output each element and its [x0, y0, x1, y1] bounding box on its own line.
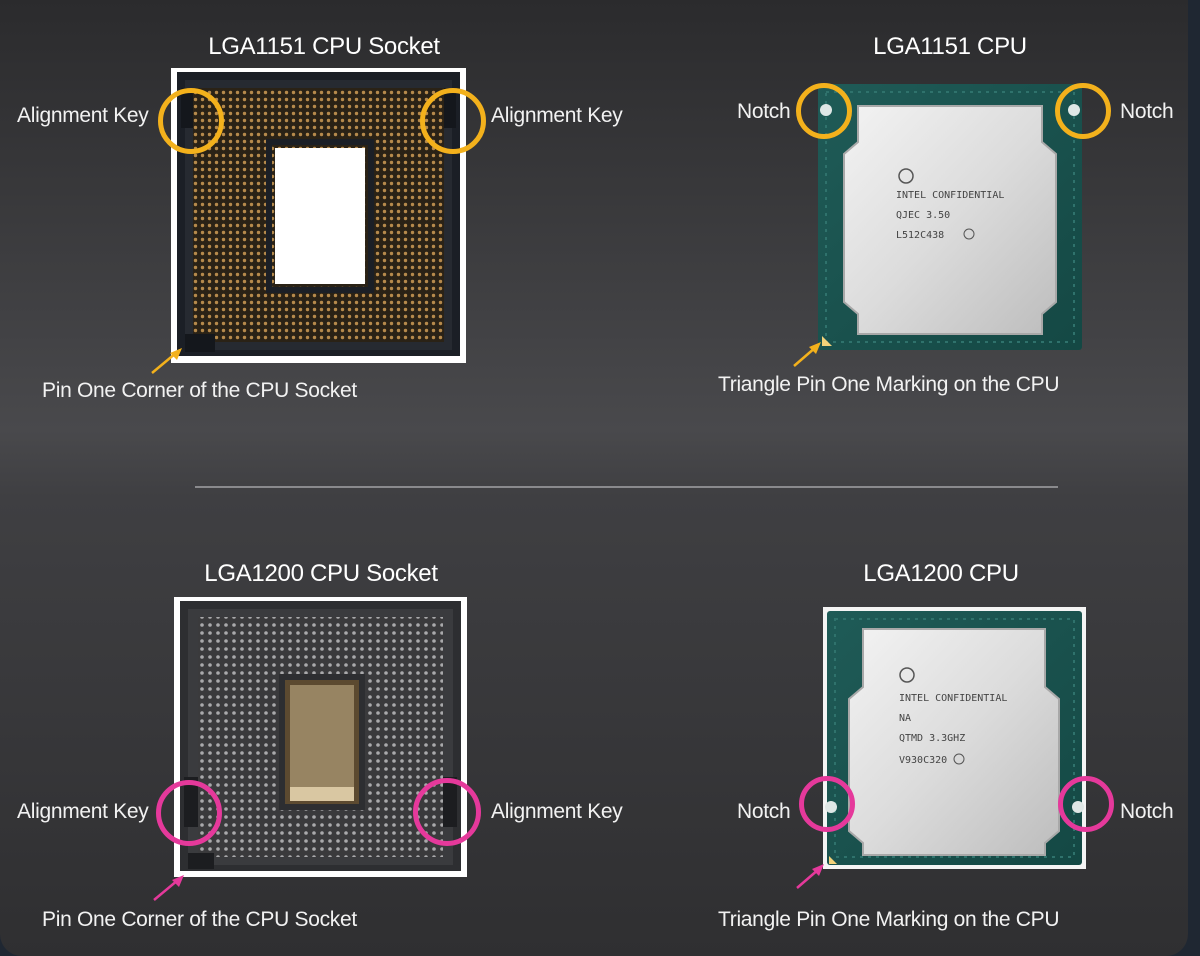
lga1151-cpu-ihs-line-1: INTEL CONFIDENTIAL	[896, 190, 1004, 201]
lga1200-cpu-ihs-line-3: QTMD 3.3GHZ	[899, 733, 965, 744]
lga1200-cpu-ihs-line-4: V930C320	[899, 755, 947, 766]
lga1151-socket-key-left-ring	[158, 88, 224, 154]
lga1200-socket-key-right-ring	[413, 778, 481, 846]
lga1151-cpu-ihs-line-3: L512C438	[896, 230, 944, 241]
lga1200-socket-key-left-label: Alignment Key	[17, 800, 149, 823]
lga1151-socket-key-left-label: Alignment Key	[17, 104, 149, 127]
section-divider	[195, 486, 1058, 488]
lga1200-socket-pin-one-arrow	[153, 875, 184, 901]
lga1151-socket-pin-one-arrow	[151, 348, 182, 374]
lga1200-cpu-pin-one-label: Triangle Pin One Marking on the CPU	[718, 908, 1060, 931]
lga1200-socket-pin-one-label: Pin One Corner of the CPU Socket	[42, 908, 357, 931]
lga1151-socket-image	[171, 68, 466, 363]
lga1151-cpu-pin-one-arrow	[793, 342, 821, 367]
lga1200-socket-key-right-label: Alignment Key	[491, 800, 623, 823]
lga1200-socket-image	[174, 597, 467, 877]
lga1200-cpu-notch-left-label: Notch	[737, 800, 791, 823]
lga1200-cpu-notch-right-label: Notch	[1120, 800, 1174, 823]
lga1151-socket-title: LGA1151 CPU Socket	[208, 33, 440, 60]
lga1200-cpu-ihs-line-2: NA	[899, 713, 911, 724]
lga1151-cpu-ihs-line-2: QJEC 3.50	[896, 210, 950, 221]
lga1151-socket-key-right-label: Alignment Key	[491, 104, 623, 127]
lga1200-socket-key-left-ring	[156, 780, 222, 846]
lga1200-cpu-notch-right-ring	[1058, 776, 1114, 832]
lga1151-socket-key-right-ring	[420, 88, 486, 154]
lga1200-cpu-image: INTEL CONFIDENTIAL NA QTMD 3.3GHZ V930C3…	[823, 607, 1086, 869]
lga1151-cpu-notch-right-ring	[1055, 83, 1111, 139]
lga1200-cpu-title: LGA1200 CPU	[863, 560, 1019, 587]
lga1151-cpu-title: LGA1151 CPU	[873, 33, 1027, 60]
lga1200-cpu-ihs-line-1: INTEL CONFIDENTIAL	[899, 693, 1007, 704]
lga1151-cpu-notch-left-ring	[796, 83, 852, 139]
lga1200-cpu-notch-left-ring	[799, 776, 855, 832]
lga1151-cpu-image: INTEL CONFIDENTIAL QJEC 3.50 L512C438	[818, 84, 1082, 350]
lga1151-socket-pin-one-label: Pin One Corner of the CPU Socket	[42, 379, 357, 402]
lga1151-cpu-pin-one-label: Triangle Pin One Marking on the CPU	[718, 373, 1060, 396]
lga1151-cpu-notch-left-label: Notch	[737, 100, 791, 123]
lga1200-cpu-pin-one-arrow	[796, 864, 824, 889]
lga1151-cpu-notch-right-label: Notch	[1120, 100, 1174, 123]
lga1200-socket-title: LGA1200 CPU Socket	[204, 560, 438, 587]
